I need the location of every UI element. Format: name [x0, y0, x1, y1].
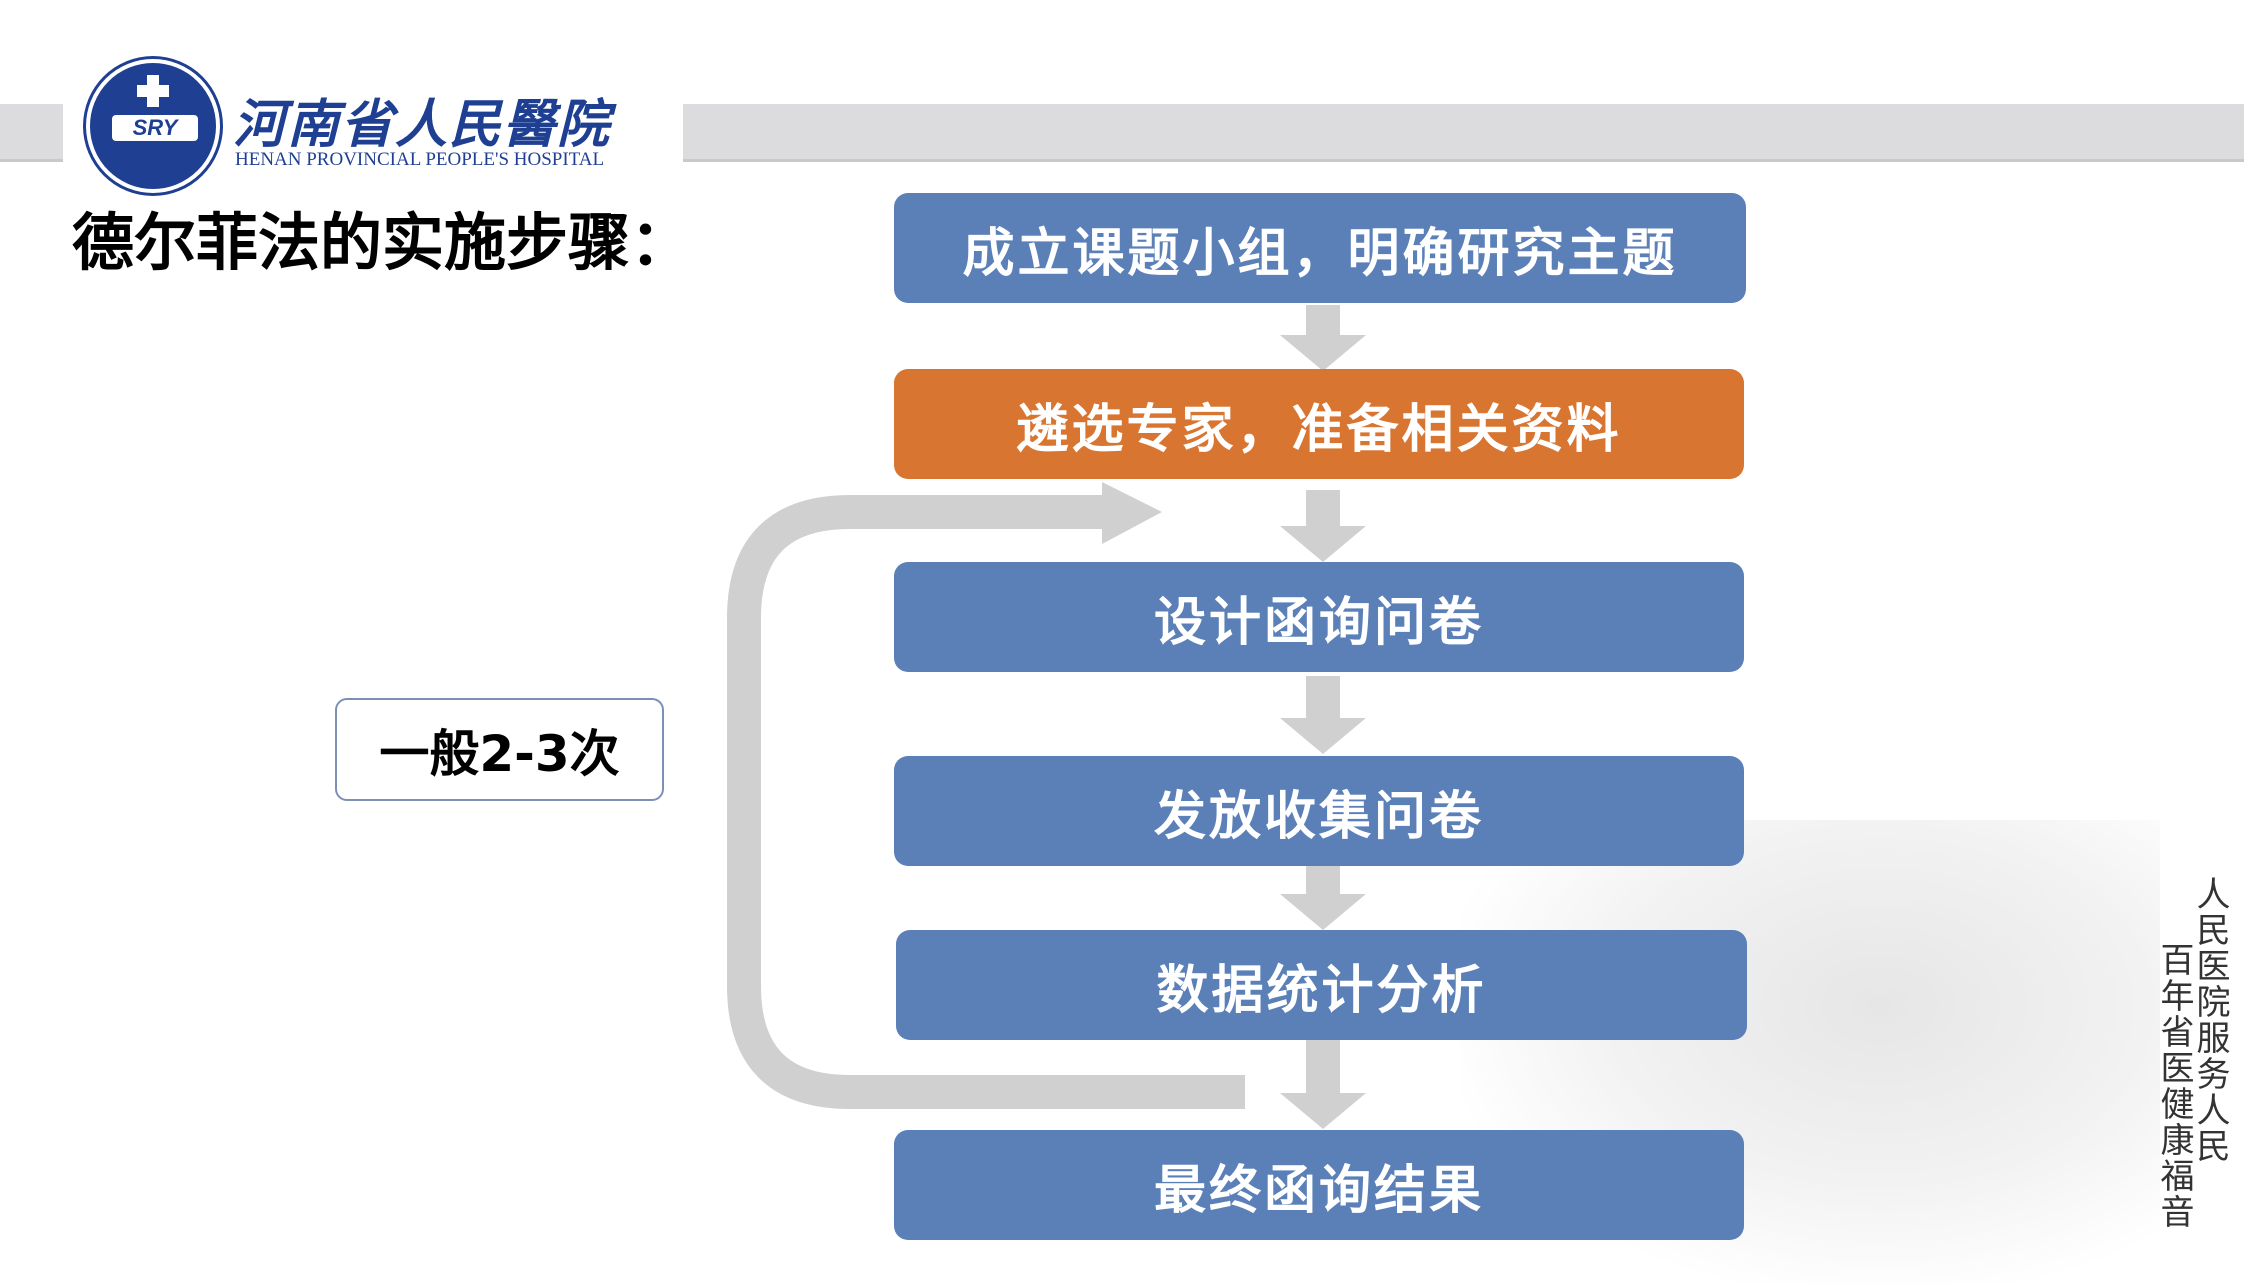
- logo-name-en: HENAN PROVINCIAL PEOPLE'S HOSPITAL: [235, 149, 605, 170]
- hospital-logo-icon: SRY: [86, 59, 220, 193]
- down-arrow: [1280, 305, 1366, 371]
- logo-name-cn: 河南省人民醫院: [233, 95, 612, 155]
- step-6: 最终函询结果: [894, 1130, 1744, 1240]
- loop-count-label: 一般2-3次: [335, 698, 664, 801]
- slogan-line-2: 百年省医健康福音: [2154, 942, 2194, 1230]
- down-arrow: [1280, 1039, 1366, 1130]
- step-5: 数据统计分析: [896, 930, 1747, 1040]
- logo-badge: SRY: [112, 115, 198, 141]
- step-1: 成立课题小组，明确研究主题: [894, 193, 1746, 303]
- down-arrow: [1280, 490, 1366, 562]
- step-4: 发放收集问卷: [894, 756, 1744, 866]
- page-title: 德尔菲法的实施步骤：: [72, 206, 693, 279]
- header-bar-right: [683, 104, 2244, 162]
- header-bar-left: [0, 104, 63, 162]
- slogan-line-1: 人民医院服务人民: [2190, 876, 2230, 1164]
- down-arrow: [1280, 864, 1366, 930]
- down-arrow: [1280, 676, 1366, 756]
- step-3: 设计函询问卷: [894, 562, 1744, 672]
- cross-icon: [137, 75, 169, 107]
- step-2: 遴选专家，准备相关资料: [894, 369, 1744, 479]
